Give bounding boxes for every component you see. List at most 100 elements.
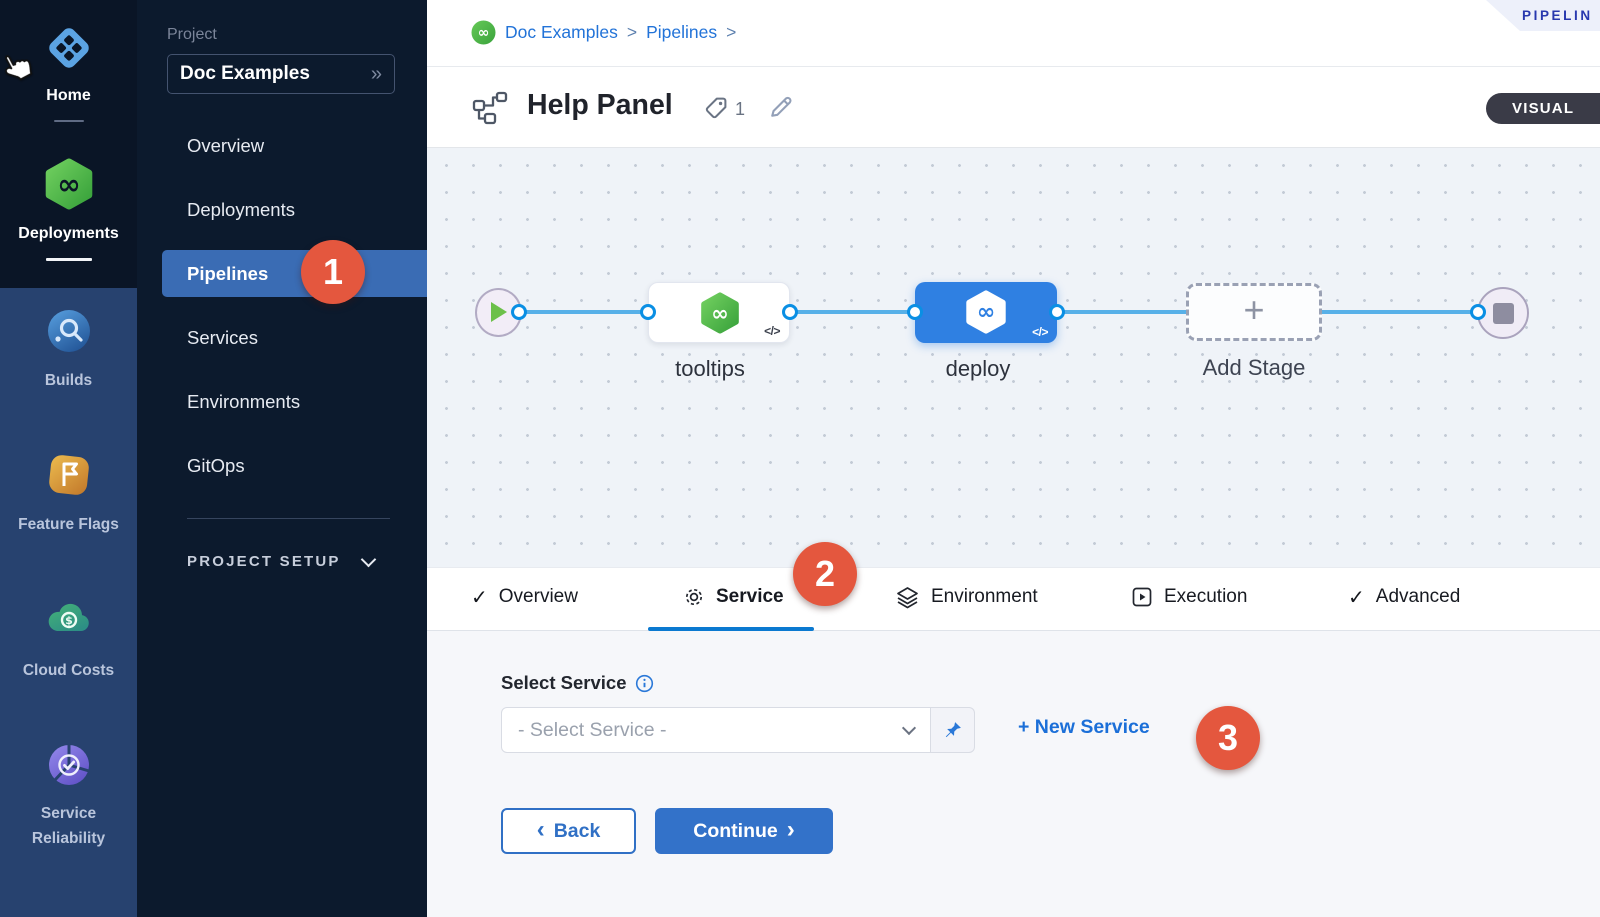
- sidebar-item-label: Cloud Costs: [22, 662, 115, 679]
- pipeline-studio-ribbon: PIPELIN: [1486, 0, 1600, 31]
- tab-execution[interactable]: Execution: [1131, 581, 1247, 613]
- check-icon: ✓: [1348, 586, 1365, 609]
- sidebar-item-label: Feature Flags: [18, 516, 119, 533]
- tab-service[interactable]: Service: [683, 581, 784, 613]
- nav-divider: [187, 518, 390, 519]
- stage-node-tooltips[interactable]: ∞ </>: [648, 282, 790, 343]
- connector-dot: [511, 304, 527, 320]
- breadcrumb-project[interactable]: Doc Examples: [505, 22, 618, 42]
- play-icon: [491, 302, 507, 322]
- sidebar-item-feature-flags[interactable]: Feature Flags: [0, 450, 137, 537]
- project-setup-toggle[interactable]: PROJECT SETUP: [187, 551, 376, 570]
- code-view-icon[interactable]: </>: [1032, 325, 1048, 339]
- stage-tabbar: [427, 567, 1600, 631]
- breadcrumb-pipelines[interactable]: Pipelines: [646, 22, 718, 42]
- nav-item-gitops[interactable]: GitOps: [187, 455, 245, 476]
- sidebar-item-label: Deployments: [18, 225, 119, 242]
- stage-node-deploy[interactable]: ∞ </>: [915, 282, 1057, 343]
- nav-item-services[interactable]: Services: [187, 327, 258, 348]
- tag-icon[interactable]: [703, 95, 730, 127]
- layers-icon: [895, 585, 920, 610]
- pipeline-flow-icon: [471, 90, 509, 131]
- connector-dot: [1049, 304, 1065, 320]
- hand-pointer-icon: [0, 50, 34, 91]
- sidebar-item-cloud-costs[interactable]: $ Cloud Costs: [0, 594, 137, 683]
- builds-icon: [44, 306, 94, 361]
- ribbon-label: PIPELIN: [1522, 8, 1593, 23]
- sidebar-item-service-reliability[interactable]: Service Reliability: [0, 740, 137, 851]
- annotation-badge-1: 1: [301, 240, 365, 304]
- project-setup-label: PROJECT SETUP: [187, 553, 341, 570]
- annotation-badge-3: 3: [1196, 706, 1260, 770]
- deployments-underline: [45, 258, 92, 261]
- chevron-down-icon: [360, 551, 376, 568]
- tab-label: Execution: [1164, 586, 1248, 607]
- sidebar-item-deployments[interactable]: ∞ Deployments: [0, 158, 137, 261]
- svg-text:$: $: [65, 614, 73, 627]
- tab-advanced[interactable]: ✓ Advanced: [1348, 581, 1460, 613]
- breadcrumb-separator: >: [726, 22, 737, 42]
- continue-button-label: Continue: [693, 819, 778, 842]
- service-reliability-icon: [44, 740, 94, 795]
- continue-button[interactable]: Continue ›: [655, 808, 833, 854]
- stage-label-tooltips: tooltips: [675, 356, 745, 381]
- new-service-link[interactable]: + New Service: [1018, 716, 1150, 738]
- deployments-hexagon-icon: ∞: [43, 158, 95, 215]
- feature-flags-icon: [44, 450, 94, 505]
- sidebar-item-builds[interactable]: Builds: [0, 306, 137, 393]
- tag-count: 1: [735, 99, 746, 119]
- nav-item-pipelines[interactable]: Pipelines: [162, 250, 427, 297]
- harness-logo-icon: ∞: [471, 20, 496, 45]
- select-service-value: - Select Service -: [518, 718, 667, 741]
- tab-label: Advanced: [1375, 586, 1461, 607]
- page-title: Help Panel: [527, 89, 673, 121]
- select-service-label: Select Service: [501, 672, 627, 693]
- cloud-costs-icon: $: [43, 594, 95, 651]
- pin-service-button[interactable]: [931, 707, 975, 753]
- sidebar-item-home[interactable]: Home: [0, 24, 137, 122]
- visual-yaml-toggle[interactable]: VISUAL: [1486, 93, 1600, 124]
- home-grid-icon: [45, 24, 93, 77]
- service-tab-panel: [427, 631, 1600, 917]
- plus-icon: +: [1243, 289, 1265, 330]
- connector-dot: [907, 304, 923, 320]
- gear-icon: [683, 586, 705, 608]
- back-button[interactable]: ‹ Back: [501, 808, 636, 854]
- check-icon: ✓: [471, 586, 488, 609]
- svg-text:∞: ∞: [977, 300, 995, 325]
- tab-label: Overview: [498, 586, 578, 607]
- add-stage-label: Add Stage: [1202, 355, 1306, 380]
- connector-dot: [782, 304, 798, 320]
- svg-text:∞: ∞: [711, 301, 729, 325]
- chevron-down-icon: [901, 720, 917, 736]
- project-selector[interactable]: Doc Examples »: [167, 54, 395, 94]
- select-service-dropdown[interactable]: - Select Service -: [501, 707, 931, 753]
- info-icon[interactable]: [635, 674, 654, 693]
- svg-text:∞: ∞: [57, 168, 80, 201]
- chevron-right-icon: ›: [786, 816, 795, 843]
- code-view-icon[interactable]: </>: [764, 324, 780, 338]
- breadcrumb-separator: >: [626, 22, 638, 42]
- nav-item-deployments[interactable]: Deployments: [187, 199, 295, 220]
- home-underline: [53, 120, 84, 122]
- chevron-left-icon: ‹: [536, 816, 545, 843]
- page-header: [427, 67, 1600, 148]
- expand-project-icon[interactable]: »: [370, 63, 382, 85]
- visual-toggle-label: VISUAL: [1512, 100, 1575, 117]
- nav-item-environments[interactable]: Environments: [187, 391, 301, 412]
- sidebar-item-label: Builds: [44, 372, 93, 389]
- sidebar-item-label: Home: [46, 87, 91, 104]
- tab-label: Service: [716, 586, 784, 607]
- topbar: [427, 0, 1600, 67]
- tab-overview[interactable]: ✓ Overview: [471, 581, 578, 613]
- edit-pencil-icon[interactable]: [767, 93, 795, 126]
- add-stage-button[interactable]: +: [1186, 283, 1322, 341]
- pipeline-canvas[interactable]: [427, 148, 1600, 567]
- nav-item-overview[interactable]: Overview: [187, 135, 265, 156]
- nav-item-pipelines-label: Pipelines: [187, 262, 269, 284]
- tab-environment[interactable]: Environment: [895, 581, 1038, 613]
- tab-label: Environment: [931, 586, 1038, 607]
- select-service-label-row: Select Service: [501, 672, 654, 694]
- sidebar-item-label: Service Reliability: [31, 805, 106, 847]
- svg-text:∞: ∞: [478, 25, 490, 41]
